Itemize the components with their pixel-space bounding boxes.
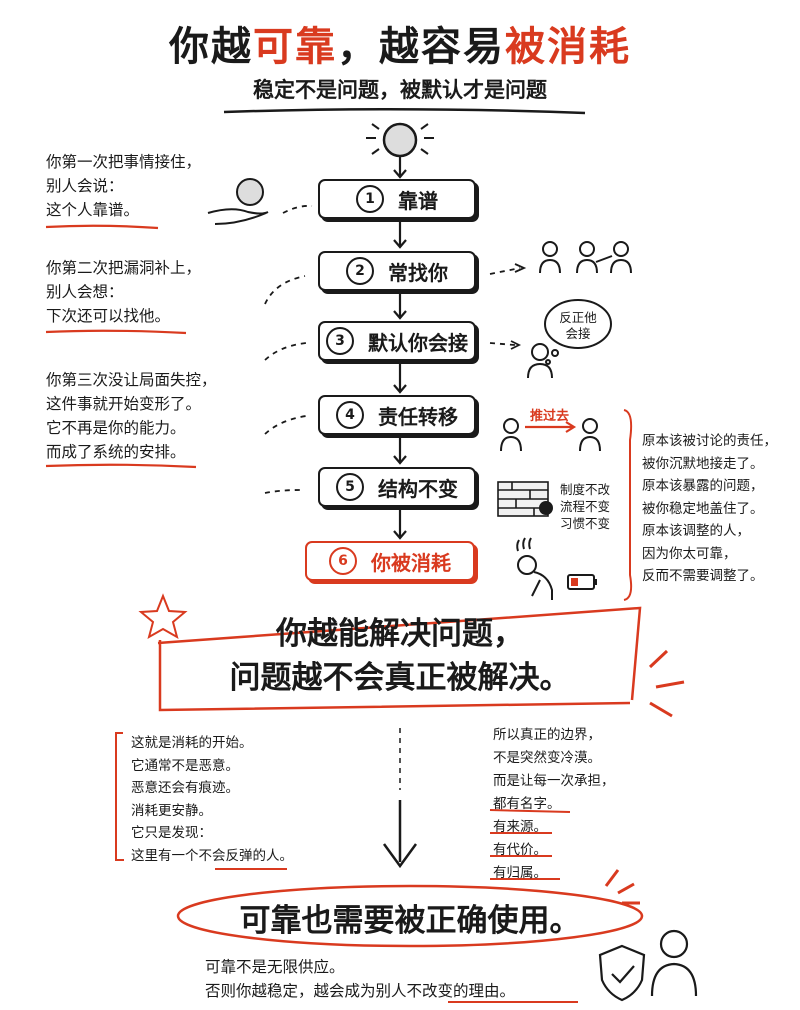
title-part-4: 被消耗 <box>505 24 631 70</box>
title-part-3: ，越容易 <box>337 24 505 70</box>
subtitle: 稳定不是问题，被默认才是问题 <box>253 78 547 102</box>
title-part-1: 你越 <box>169 24 253 70</box>
bottom-banner: 可靠也需要被正确使用。 <box>239 903 581 939</box>
main-banner: 你越能解决问题， 问题越不会真正被解决。 <box>229 616 571 696</box>
lower-left-text: 这就是消耗的开始。 它通常不是恶意。 恶意还会有痕迹。 消耗更安静。 它只是发现… <box>131 735 293 864</box>
push-label: 推过去 <box>530 409 570 424</box>
page-title: 你越可靠，越容易被消耗 <box>0 14 800 72</box>
thought-bubble: 反正他 会接 <box>559 310 597 341</box>
footer-text: 可靠不是无限供应。 否则你越稳定，越会成为别人不改变的理由。 <box>205 958 516 1000</box>
lower-right-text: 所以真正的边界， 不是突然变冷漠。 而是让每一次承担， 都有名字。 有来源。 有… <box>493 727 615 881</box>
wall-text: 制度不改 流程不变 习惯不变 <box>560 482 611 531</box>
left-note-2: 你第二次把漏洞补上， 别人会想： 下次还可以找他。 <box>46 259 202 325</box>
left-note-3: 你第三次没让局面失控， 这件事就开始变形了。 它不再是你的能力。 而成了系统的安… <box>46 371 217 461</box>
left-note-1: 你第一次把事情接住， 别人会说： 这个人靠谱。 <box>46 153 202 219</box>
right-explanation: 原本该被讨论的责任， 被你沉默地接走了。 原本该暴露的问题， 被你稳定地盖住了。… <box>642 433 777 584</box>
title-part-2: 可靠 <box>253 24 337 70</box>
